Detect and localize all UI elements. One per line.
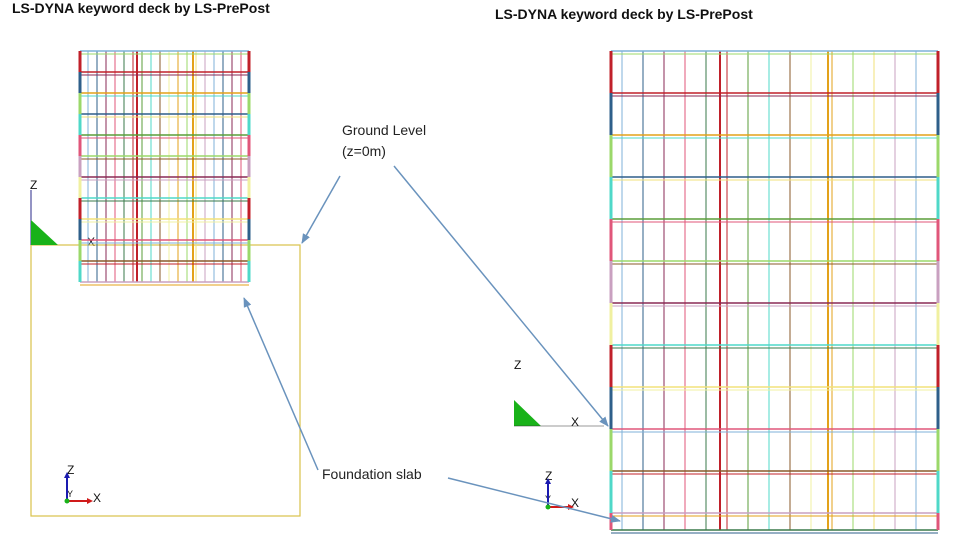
left-triad-z-label: Z (67, 463, 75, 477)
foundation-slab-label: Foundation slab (322, 466, 422, 482)
left-triad-y-label: Y (67, 489, 74, 499)
right-building-frame (609, 50, 940, 534)
left-ground-triangle (31, 220, 58, 245)
ground-level-label-line2: (z=0m) (342, 143, 386, 159)
foundation-arrow-right (447, 477, 621, 523)
right-ground-triangle (514, 400, 541, 426)
right-triad-z-arrowhead (545, 478, 551, 484)
ground-arrow-right (393, 165, 609, 427)
right-triad-x-label: X (571, 496, 580, 510)
left-triad-x-arrowhead (87, 498, 93, 504)
left-triad-origin (64, 498, 70, 504)
foundation-arrow-left (243, 297, 319, 471)
right-triad-z-label: Z (545, 469, 553, 483)
left-ground-z-label: Z (30, 178, 38, 192)
left-soil-box (30, 244, 301, 517)
ground-level-label-line1: Ground Level (342, 122, 427, 138)
ground-level-label: Ground Level (z=0m) (342, 120, 426, 162)
right-ground-x-label: X (571, 415, 580, 429)
title-left: LS-DYNA keyword deck by LS-PrePost (12, 0, 270, 16)
left-building-frame (78, 50, 251, 286)
title-right: LS-DYNA keyword deck by LS-PrePost (495, 6, 753, 22)
right-ground-z-label: Z (514, 358, 522, 372)
left-triad-x-label: X (93, 491, 102, 505)
right-triad-origin (545, 504, 551, 510)
ground-arrow-left (301, 175, 341, 244)
left-ground-x-label: X (87, 235, 96, 249)
left-triad-z-arrowhead (64, 472, 70, 478)
left-axis-triad (64, 472, 93, 504)
